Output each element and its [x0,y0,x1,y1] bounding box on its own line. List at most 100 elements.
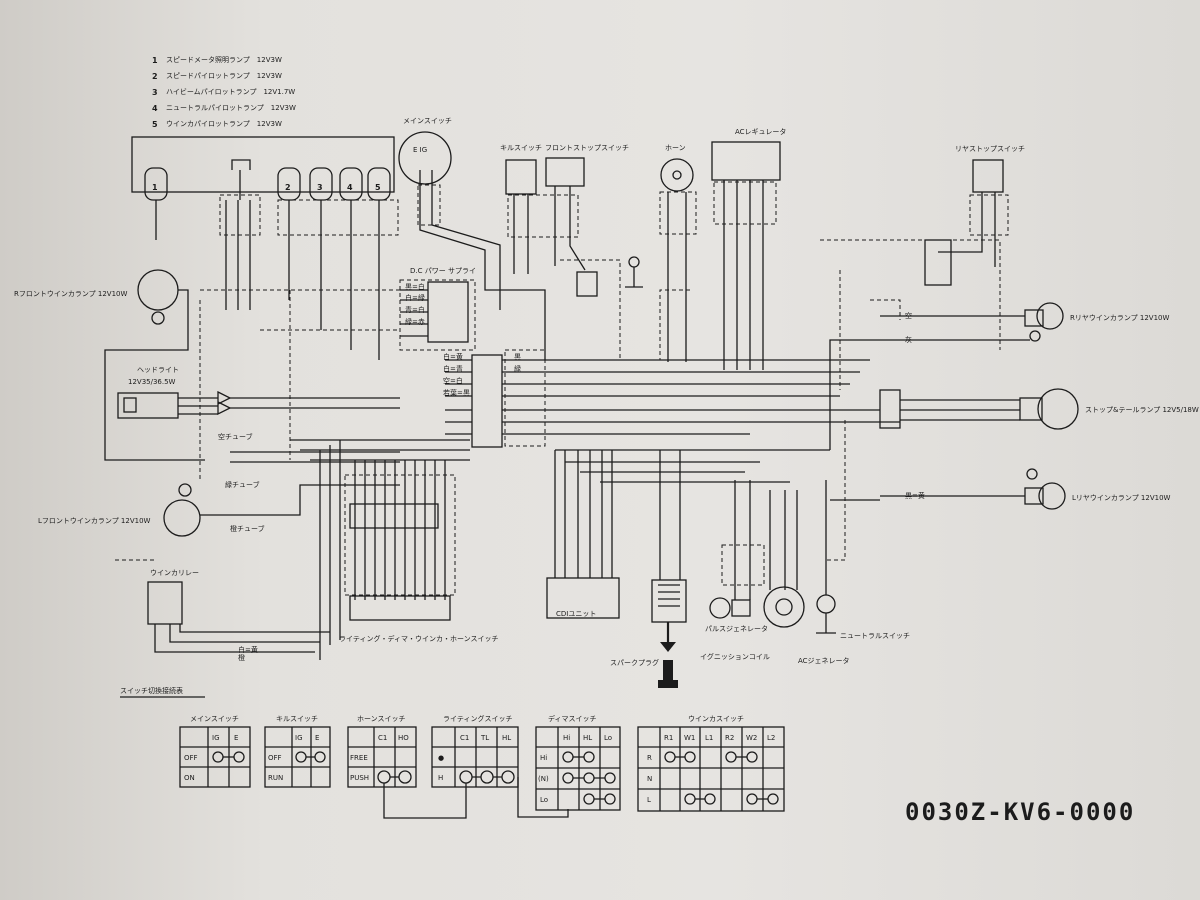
winker-relay: ウインカリレー [115,559,330,653]
table-winker-name: ウインカスイッチ [688,715,744,723]
wire-label-10: 緑=赤 [405,317,425,326]
wire-label-4: 若葉=黒 [443,388,470,397]
legend-num-4: 4 [152,104,158,113]
stop-tail-lamp: ストップ&テールランプ 12V5/18W [879,388,1199,430]
pulse-generator: パルスジェネレータ [705,480,768,633]
table-dimmer-col-2: Lo [604,734,612,742]
cdi-unit-label: CDIユニット [556,610,596,618]
headlight: ヘッドライト 12V35/36.5W [117,366,400,463]
wire-label-6: 緑 [514,364,521,373]
main-switch-terminals: E IG [413,146,427,154]
r-rear-winker: Rリヤウインカランプ 12V10W [880,302,1169,342]
wire-labels: 白=黄 白=青 空=白 若葉=黒 黒 緑 黒=白 白=緑 青=白 緑=赤 白=黄… [238,282,925,662]
ac-generator: ACジェネレータ [763,490,850,665]
wire-label-2: 白=青 [443,364,463,373]
table-horn-row-1: PUSH [350,774,369,782]
wire-label-9: 青=白 [405,305,425,314]
lamp-legend: 1 スピードメータ照明ランプ 12V3W 2 スピードパイロットランプ 12V3… [152,55,296,129]
table-kill-row-0: OFF [268,754,282,762]
winker-relay-label: ウインカリレー [150,569,199,577]
tube-label-2: 空チューブ [218,432,253,441]
main-switch: メインスイッチ E IG [398,117,501,270]
r-front-winker-label: Rフロントウインカランプ 12V10W [14,290,127,298]
r-rear-winker-label: Rリヤウインカランプ 12V10W [1070,314,1169,322]
legend-num-2: 2 [152,72,158,81]
table-winker-col-0: R1 [664,734,673,742]
table-lighting-col-0: C1 [460,734,469,742]
front-stop-switch-label: フロントストップスイッチ [545,144,629,152]
ac-regulator: ACレギュレータ [711,127,786,370]
table-horn-name: ホーンスイッチ [357,715,406,723]
wire-label-8: 白=緑 [405,293,425,302]
handle-switch-block: ライティング・ディマ・ウインカ・ホーンスイッチ [319,440,498,660]
meter-lamp-2: 2 [285,183,291,192]
rear-stop-switch: リヤストップスイッチ [820,145,1025,350]
wire-label-1: 白=黄 [443,352,463,361]
wire-label-12: 橙 [238,653,245,662]
meter-lamp-5: 5 [375,183,381,192]
table-horn-col-0: C1 [378,734,387,742]
headlight-label: ヘッドライト [137,366,179,374]
horn: ホーン [625,144,697,362]
tube-label-3: 橙チューブ [230,524,265,533]
legend-text-5: ウインカパイロットランプ 12V3W [166,120,282,128]
wire-label-14: 灰 [905,335,912,344]
switch-table-horn: ホーンスイッチ C1 HO FREE PUSH [347,715,467,819]
l-rear-winker-label: Lリヤウインカランプ 12V10W [1072,494,1171,502]
switch-table-dimmer: ディマスイッチ Hi HL Lo Hi (N) Lo [517,714,621,818]
legend-text-4: ニュートラルパイロットランプ 12V3W [166,104,296,112]
dc-power-supply-label: D.C パワー サプライ [410,267,476,275]
switch-table-main: メインスイッチ IG E OFF ON [179,715,251,788]
l-front-winker: Lフロントウインカランプ 12V10W [38,483,400,537]
table-main-col-0: IG [212,734,220,742]
table-kill-name: キルスイッチ [276,715,318,723]
dc-power-supply: D.C パワー サプライ [399,267,476,351]
table-main-name: メインスイッチ [190,715,239,723]
legend-text-1: スピードメータ照明ランプ 12V3W [166,55,282,64]
legend-num-3: 3 [152,88,158,97]
table-dimmer-name: ディマスイッチ [548,714,597,723]
switch-table-winker: ウインカスイッチ R1 W1 L1 R2 W2 L2 R N L [637,715,785,812]
table-kill-row-1: RUN [268,774,283,782]
main-switch-label: メインスイッチ [403,117,452,125]
legend-text-2: スピードパイロットランプ 12V3W [166,72,282,80]
table-winker-row-1: N [647,775,652,783]
neutral-switch: ニュートラルスイッチ [816,480,910,640]
tube-label-1: 緑チューブ [225,480,260,489]
table-winker-col-2: L1 [705,734,713,742]
table-lighting-col-1: TL [480,734,489,742]
meter-lamp-block: 1 2 3 4 5 [131,136,399,360]
table-main-row-1: ON [184,774,195,782]
table-main-row-0: OFF [184,754,198,762]
meter-lamp-4: 4 [347,183,353,192]
part-number: 0030Z-KV6-0000 [905,798,1136,826]
meter-lamp-1: 1 [152,183,158,192]
legend-num-5: 5 [152,120,158,129]
handle-switch-label: ライティング・ディマ・ウインカ・ホーンスイッチ [339,634,498,643]
table-winker-col-1: W1 [684,734,695,742]
pulse-generator-label: パルスジェネレータ [705,624,768,633]
wire-label-5: 黒 [514,353,521,361]
table-dimmer-col-1: HL [583,734,592,742]
table-dimmer-row-0: Hi [540,754,547,762]
l-rear-winker: Lリヤウインカランプ 12V10W [880,468,1171,510]
kill-switch-label: キルスイッチ [500,144,542,152]
main-connector [445,349,900,448]
table-dimmer-row-2: Lo [540,796,548,804]
stop-tail-lamp-label: ストップ&テールランプ 12V5/18W [1085,406,1199,414]
wire-label-11: 白=黄 [238,645,258,654]
headlight-rating: 12V35/36.5W [128,378,176,386]
table-winker-row-0: R [647,754,652,762]
spark-plug-label: スパークプラグ [610,658,659,667]
switch-table-lighting: ライティングスイッチ C1 TL HL ● H [431,714,519,788]
cdi-unit: CDIユニット [546,450,620,619]
wire-label-3: 空=白 [443,376,463,385]
horn-label: ホーン [665,144,686,152]
table-winker-row-2: L [647,796,651,804]
wire-label-13: 空 [905,311,912,320]
legend-text-3: ハイビームパイロットランプ 12V1.7W [166,87,295,96]
table-dimmer-col-0: Hi [563,734,570,742]
table-lighting-row-1: H [438,774,443,782]
